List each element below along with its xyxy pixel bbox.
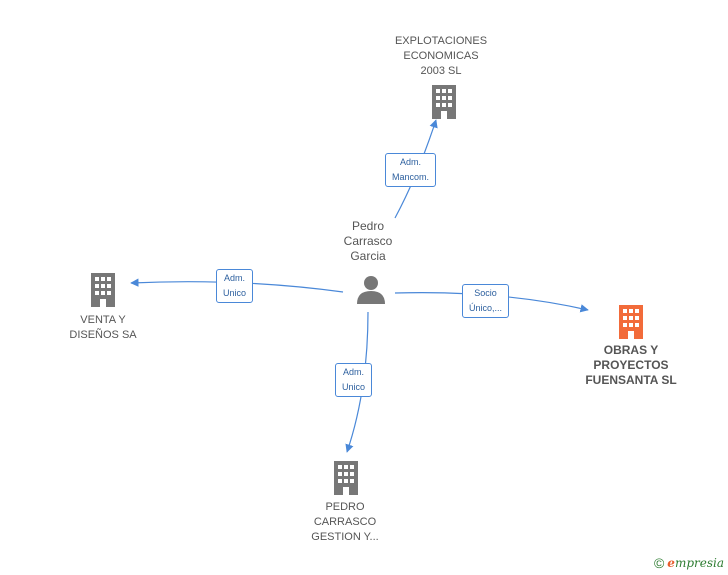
company-gestion-label[interactable]: PEDRO CARRASCO GESTION Y...: [311, 501, 379, 543]
building-icon[interactable]: [617, 305, 645, 339]
building-icon[interactable]: [89, 273, 117, 307]
company-venta-label[interactable]: VENTA Y DISEÑOS SA: [69, 314, 137, 341]
building-icon[interactable]: [430, 85, 458, 119]
person-name-label[interactable]: Pedro Carrasco Garcia: [343, 219, 393, 263]
building-icon[interactable]: [332, 461, 360, 495]
company-explotaciones-label[interactable]: EXPLOTACIONES ECONOMICAS 2003 SL: [394, 35, 488, 77]
copyright-icon: ©: [653, 555, 665, 571]
company-obras-label[interactable]: OBRAS Y PROYECTOS FUENSANTA SL: [585, 343, 677, 387]
relation-label-gestion[interactable]: Adm. Unico: [335, 363, 373, 397]
relation-label-mancom[interactable]: Adm. Mancom.: [385, 153, 437, 187]
person-icon[interactable]: [356, 274, 386, 304]
brand-logo[interactable]: empresia: [667, 556, 724, 570]
relation-label-socio[interactable]: Socio Único,...: [462, 284, 510, 318]
footer-brand: © empresia: [654, 555, 724, 571]
relation-label-venta[interactable]: Adm. Unico: [216, 269, 254, 303]
